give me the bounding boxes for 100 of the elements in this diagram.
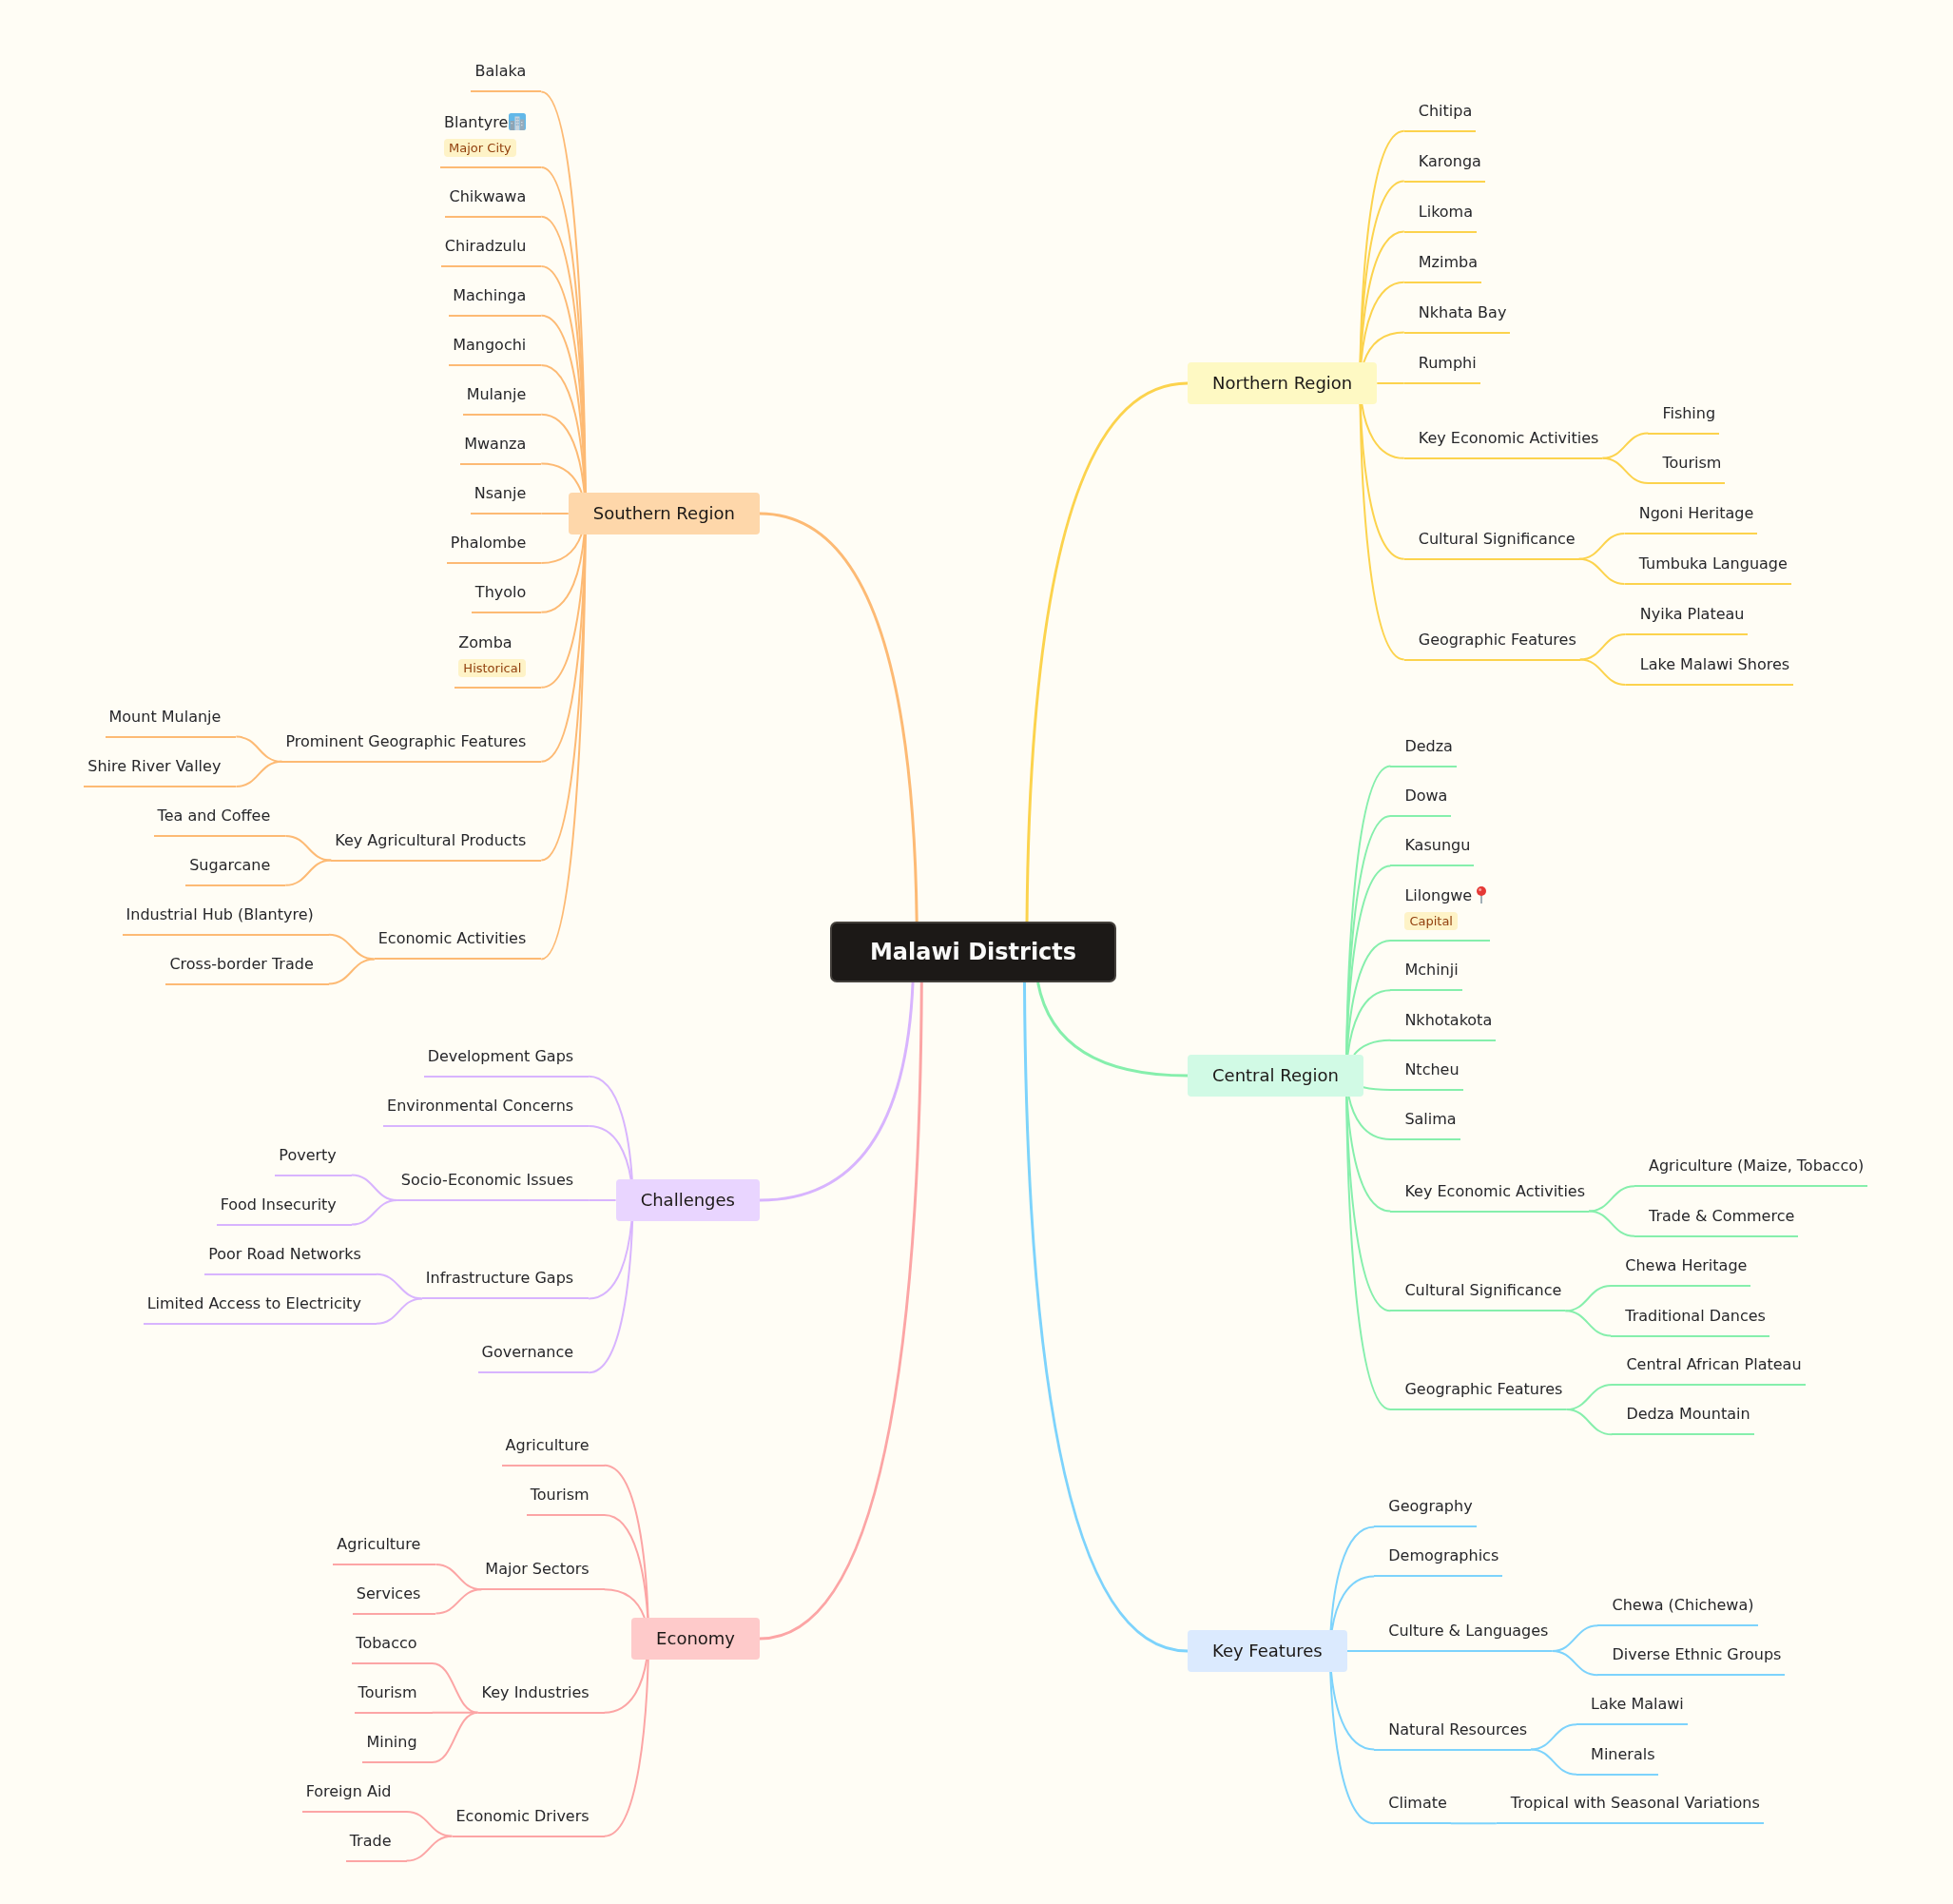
branch-node: Northern Region xyxy=(1188,362,1378,404)
topic-label: Tourism xyxy=(1662,454,1722,472)
branch-connector xyxy=(284,859,333,886)
topic-label: Rumphi xyxy=(1418,354,1477,372)
topic-label: Mount Mulanje xyxy=(108,707,222,726)
branch-connector xyxy=(1360,281,1405,363)
topic-label: Traditional Dances xyxy=(1625,1306,1766,1325)
topic-label: Cultural Significance xyxy=(1418,529,1576,548)
topic-label: Tourism xyxy=(530,1485,590,1504)
branch-connector xyxy=(540,534,583,564)
branch-connector xyxy=(1345,1096,1392,1411)
branch-connector xyxy=(1564,1310,1613,1337)
topic-label: Climate xyxy=(1388,1794,1447,1813)
branch-connector xyxy=(1330,1671,1376,1751)
branch-connector xyxy=(1023,981,1189,1653)
branch-connector xyxy=(540,513,570,515)
topic-label: Industrial Hub (Blantyre) xyxy=(126,904,314,923)
topic-label: Lilongwe xyxy=(1404,886,1473,904)
topic-label: Nkhata Bay xyxy=(1418,302,1507,321)
topic-label: Dedza Mountain xyxy=(1626,1405,1750,1424)
branch-connector xyxy=(1578,658,1627,686)
branch-connector xyxy=(603,1513,649,1619)
branch-connector xyxy=(588,1199,617,1201)
branch-connector xyxy=(375,1273,423,1300)
topic-label: Key Economic Activities xyxy=(1404,1181,1585,1200)
branch-connector xyxy=(1359,403,1405,661)
branch-connector xyxy=(1376,382,1405,384)
topic-label: Environmental Concerns xyxy=(387,1097,574,1115)
topic-label: Services xyxy=(356,1583,421,1603)
topic-label: Food Insecurity xyxy=(220,1195,337,1214)
topic-label: Central African Plateau xyxy=(1626,1354,1802,1373)
topic-label: Tumbuka Language xyxy=(1638,554,1788,573)
branch-connector xyxy=(1347,1096,1392,1140)
topic-label: Key Agricultural Products xyxy=(335,830,527,849)
topic-label: Tourism xyxy=(358,1682,417,1701)
topic-label: Socio-Economic Issues xyxy=(400,1171,574,1189)
topic-label: Trade xyxy=(349,1831,392,1850)
topic-label: Sugarcane xyxy=(189,855,271,874)
topic-label: Key Industries xyxy=(481,1682,590,1701)
branch-connector xyxy=(588,1075,633,1180)
branch-connector xyxy=(1363,331,1405,363)
topic-label: Zomba xyxy=(458,632,512,651)
branch-connector xyxy=(540,534,587,763)
topic-label: Tobacco xyxy=(356,1634,417,1652)
branch-connector xyxy=(435,1588,483,1615)
topic-label: Salima xyxy=(1404,1110,1457,1128)
topic-label: Likoma xyxy=(1418,202,1473,221)
root-node: Malawi Districts xyxy=(830,922,1116,982)
branch-connector xyxy=(1359,230,1405,363)
branch-connector xyxy=(603,1588,646,1619)
topic-label: Thyolo xyxy=(474,582,527,601)
topic-label: Blantyre xyxy=(444,113,509,131)
branch-connector xyxy=(588,1220,634,1374)
topic-label: Geography xyxy=(1388,1497,1473,1516)
topic-label: Mulanje xyxy=(466,384,527,403)
branch-connector xyxy=(603,1659,648,1714)
branch-connector xyxy=(1565,1409,1614,1436)
branch-connector xyxy=(540,462,583,494)
topic-label: Poor Road Networks xyxy=(208,1244,361,1263)
branch-connector xyxy=(284,834,333,862)
branch-node: Southern Region xyxy=(568,493,760,534)
branch-connector xyxy=(1530,1748,1578,1776)
topic-label: Kasungu xyxy=(1404,836,1471,855)
branch-connector xyxy=(1588,1185,1635,1213)
branch-connector xyxy=(588,1125,632,1180)
topic-label: Chitipa xyxy=(1418,101,1473,120)
topic-label: Fishing xyxy=(1662,403,1716,422)
branch-node: Central Region xyxy=(1188,1055,1363,1097)
branch-connector xyxy=(603,1659,649,1837)
branch-connector xyxy=(1345,1096,1392,1213)
branch-connector xyxy=(1362,1086,1392,1091)
branch-connector xyxy=(1530,1723,1578,1751)
topic-label: Economic Drivers xyxy=(455,1806,590,1825)
topic-label: Cross-border Trade xyxy=(169,954,314,973)
branch-connector xyxy=(1329,1671,1376,1825)
topic-label: Geographic Features xyxy=(1404,1380,1563,1399)
branch-connector xyxy=(1578,633,1627,661)
branch-connector xyxy=(327,958,376,985)
branch-connector xyxy=(327,933,376,961)
topic-label: Ntcheu xyxy=(1404,1060,1460,1078)
branch-connector xyxy=(235,760,283,787)
branch-connector xyxy=(431,1662,479,1714)
topic-label: Prominent Geographic Features xyxy=(285,731,527,750)
topic-label: Governance xyxy=(481,1343,574,1362)
branch-connector xyxy=(603,1464,649,1619)
topic-label: Karonga xyxy=(1418,151,1481,170)
branch-connector xyxy=(1346,989,1392,1056)
topic-label: Tropical with Seasonal Variations xyxy=(1510,1794,1760,1813)
branch-connector xyxy=(540,534,587,961)
branch-connector xyxy=(540,413,586,494)
topic-label: Trade & Commerce xyxy=(1649,1206,1795,1225)
category-tag: Capital xyxy=(1404,912,1458,930)
topic-label: Dowa xyxy=(1404,787,1448,805)
topic-label: Mchinji xyxy=(1404,961,1459,980)
branch-node: Challenges xyxy=(615,1179,760,1221)
topic-label: Chewa (Chichewa) xyxy=(1612,1596,1754,1615)
branch-connector xyxy=(431,1711,479,1763)
topic-label: Dedza xyxy=(1404,736,1453,755)
topic-label: Limited Access to Electricity xyxy=(146,1293,361,1312)
topic-label: Nyika Plateau xyxy=(1639,605,1745,623)
